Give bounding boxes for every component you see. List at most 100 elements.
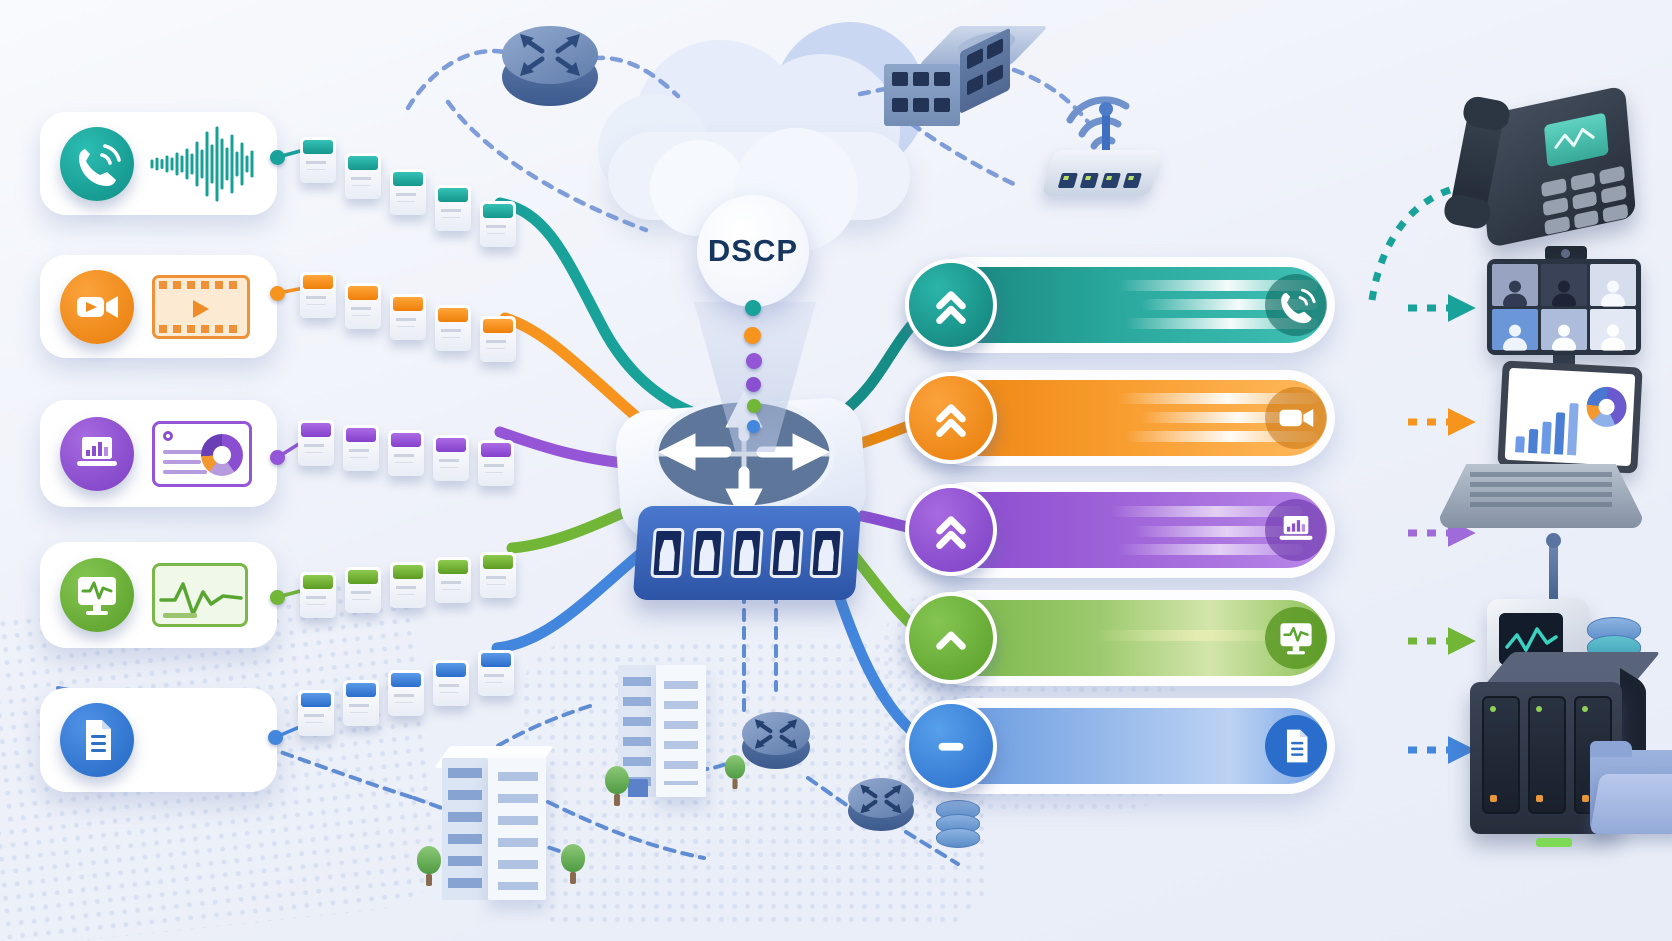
monitor-pulse-icon: [60, 558, 134, 632]
laptop-screen: [1497, 360, 1643, 474]
laptop-keyboard: [1440, 464, 1642, 528]
packet-icon: [433, 435, 469, 481]
pulse-chart-graphic: [152, 563, 248, 627]
tree-icon: [560, 844, 586, 884]
packet-icon: [478, 650, 514, 696]
document-icon: [60, 703, 134, 777]
monitor-pulse-icon: [1265, 607, 1327, 669]
switch-ports: [632, 506, 862, 600]
packet-icon: [298, 690, 334, 736]
router-icon: [848, 778, 914, 834]
qos-switch: [612, 386, 878, 636]
building-door: [628, 779, 648, 797]
slide-pie-chart-graphic: [152, 420, 252, 487]
queue-bar: [940, 600, 1326, 676]
connector-dot: [270, 150, 285, 165]
router-icon: [742, 712, 810, 772]
dscp-label: DSCP: [707, 233, 799, 268]
dscp-dot: [745, 300, 761, 316]
drive-bay: [1528, 696, 1566, 814]
priority-queue-voice: [905, 257, 1335, 353]
connector-dot: [270, 286, 285, 301]
desk-phone: [1446, 85, 1638, 253]
webcam-icon: [1545, 246, 1587, 261]
source-card-video: [40, 255, 277, 358]
dscp-dot: [747, 420, 760, 433]
video-camera-icon: [1265, 387, 1327, 449]
wifi-access-point-icon: [1040, 86, 1170, 206]
packet-icon: [345, 153, 381, 199]
priority-besteffort-icon: [905, 700, 997, 792]
packet-icon: [433, 660, 469, 706]
packet-icon: [300, 137, 336, 183]
antenna-icon: [1546, 533, 1561, 603]
world-map-dots: [520, 640, 990, 930]
dscp-dot: [747, 399, 761, 413]
tree-icon: [724, 755, 746, 789]
packet-icon: [300, 572, 336, 618]
router-icon: [502, 26, 598, 106]
nas-server: [1470, 652, 1672, 847]
priority-queue-video: [905, 370, 1335, 466]
connector-dot: [270, 590, 285, 605]
packet-icon: [478, 440, 514, 486]
video-camera-icon: [60, 269, 134, 344]
phone-icon: [1265, 274, 1327, 336]
source-card-documents: [40, 688, 277, 792]
packet-icon: [480, 201, 516, 247]
router-arrows-icon: [653, 390, 835, 526]
dscp-dot: [744, 327, 761, 344]
wifi-waves-icon: [1066, 96, 1130, 150]
packet-icon: [390, 294, 426, 340]
priority-queue-presentation: [905, 482, 1335, 578]
laptop-chart-icon: [1265, 499, 1327, 561]
priority-highest-icon: [905, 372, 997, 464]
drive-bay: [1482, 696, 1520, 814]
connector-dot: [268, 730, 283, 745]
source-card-monitoring: [40, 542, 277, 648]
packet-icon: [388, 430, 424, 476]
packet-icon: [388, 670, 424, 716]
priority-high-icon: [905, 484, 997, 576]
packet-icon: [435, 557, 471, 603]
priority-queue-monitoring: [905, 590, 1335, 686]
connector-dot: [270, 450, 285, 465]
priority-medium-icon: [905, 592, 997, 684]
laptop-chart-icon: [60, 416, 134, 491]
priority-queue-documents: [905, 698, 1335, 794]
dscp-label-circle: DSCP: [697, 195, 809, 307]
priority-highest-icon: [905, 259, 997, 351]
packet-icon: [390, 169, 426, 215]
source-card-presentation: [40, 400, 277, 507]
packet-icon: [300, 272, 336, 318]
status-led: [1536, 838, 1572, 847]
packet-icon: [298, 420, 334, 466]
audio-waveform-graphic: [150, 126, 254, 201]
queue-bar: [940, 492, 1326, 568]
video-conference-display: [1487, 246, 1641, 378]
tree-icon: [604, 766, 630, 806]
office-building-icon: [434, 746, 554, 900]
queue-bar: [940, 708, 1326, 784]
office-building-icon: [618, 665, 706, 797]
packet-icon: [480, 552, 516, 598]
dscp-dot: [746, 377, 761, 392]
queue-bar: [940, 380, 1326, 456]
folder-icon: [1589, 741, 1672, 836]
packet-icon: [435, 185, 471, 231]
participant-grid: [1487, 259, 1641, 355]
database-icon: [936, 800, 980, 848]
document-icon: [1265, 715, 1327, 777]
stacked-switch-icon: [884, 26, 1049, 130]
tree-icon: [416, 846, 442, 886]
packet-icon: [345, 283, 381, 329]
packet-icon: [345, 567, 381, 613]
packet-icon: [435, 305, 471, 351]
dscp-dot: [746, 353, 762, 369]
packet-icon: [480, 316, 516, 362]
packet-icon: [343, 425, 379, 471]
cloud-icon: [598, 14, 934, 252]
phone-icon: [60, 126, 134, 201]
analytics-laptop: [1440, 360, 1643, 542]
